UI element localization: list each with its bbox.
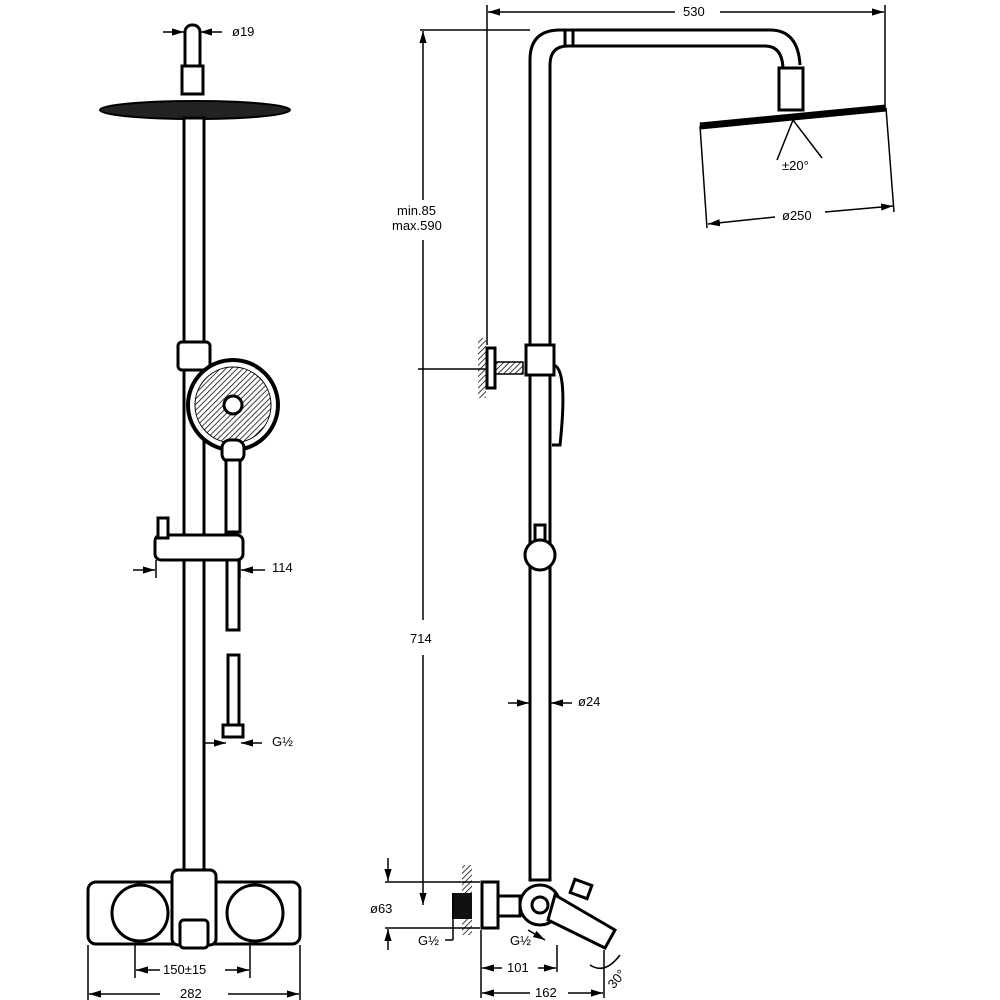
- dim-inlet-spacing: 150±15: [163, 962, 206, 977]
- wall-hatch-top: [478, 338, 486, 398]
- hand-shower-side: [552, 363, 565, 447]
- hose-upper: [224, 458, 242, 534]
- side-shower-head: [699, 104, 887, 130]
- dim-overhead-reach: 530: [683, 4, 705, 19]
- dim-height-min: min.85: [397, 203, 436, 218]
- dim-spout-angle: 30°: [604, 967, 628, 992]
- holder-ball: [523, 538, 557, 572]
- dim-pipe-length: 714: [410, 631, 432, 646]
- riser-pipe: [182, 116, 206, 885]
- head-connector: [777, 66, 805, 112]
- right-handle: [225, 883, 285, 943]
- bracket-spring: [494, 361, 524, 375]
- dim-nozzle-diameter: ø19: [232, 24, 254, 39]
- dim-inlet-depth: 101: [507, 960, 529, 975]
- side-view: ±20° ø250 530 min.85 max.590 71: [370, 4, 895, 1000]
- lower-pipe: [528, 373, 552, 882]
- dim-holder-projection: 114: [272, 560, 293, 575]
- dim-pipe-diameter: ø24: [578, 694, 600, 709]
- shower-holder: [153, 533, 245, 562]
- left-handle: [110, 883, 170, 943]
- hose-lower: [225, 558, 241, 632]
- front-view: ø19 114 G½ 150±15 282: [86, 23, 302, 1000]
- hose-end: [226, 653, 241, 729]
- inlet-cover: [480, 880, 500, 930]
- slide-clamp: [524, 343, 556, 377]
- dim-inlet-thread: G½: [418, 933, 439, 948]
- nozzle-joint: [180, 64, 205, 96]
- diverter-knob: [568, 877, 594, 901]
- dim-head-tilt: ±20°: [782, 158, 809, 173]
- inlet-body: [496, 894, 522, 918]
- inlet-nut: [452, 893, 472, 919]
- dim-outlet-thread: G½: [510, 933, 531, 948]
- dim-head-diameter: ø250: [782, 208, 812, 223]
- dim-mixer-depth: 162: [535, 985, 557, 1000]
- mixer-knob: [530, 895, 550, 915]
- overhead-shower-head: [99, 100, 291, 120]
- slider-clamp: [176, 340, 212, 372]
- hand-shower-center: [222, 394, 244, 416]
- dim-mixer-height: ø63: [370, 901, 392, 916]
- holder-knob: [156, 516, 170, 540]
- hose-nut: [221, 723, 245, 739]
- overhead-nozzle: [183, 23, 202, 72]
- wall-bracket: [485, 346, 497, 390]
- arm-joint: [563, 28, 575, 48]
- dim-mixer-width: 282: [180, 986, 202, 1000]
- bottom-spout: [178, 918, 210, 950]
- overhead-arm: [528, 28, 802, 345]
- dim-height-max: max.590: [392, 218, 442, 233]
- bath-spout: [546, 892, 618, 950]
- dim-hose-thread: G½: [272, 734, 293, 749]
